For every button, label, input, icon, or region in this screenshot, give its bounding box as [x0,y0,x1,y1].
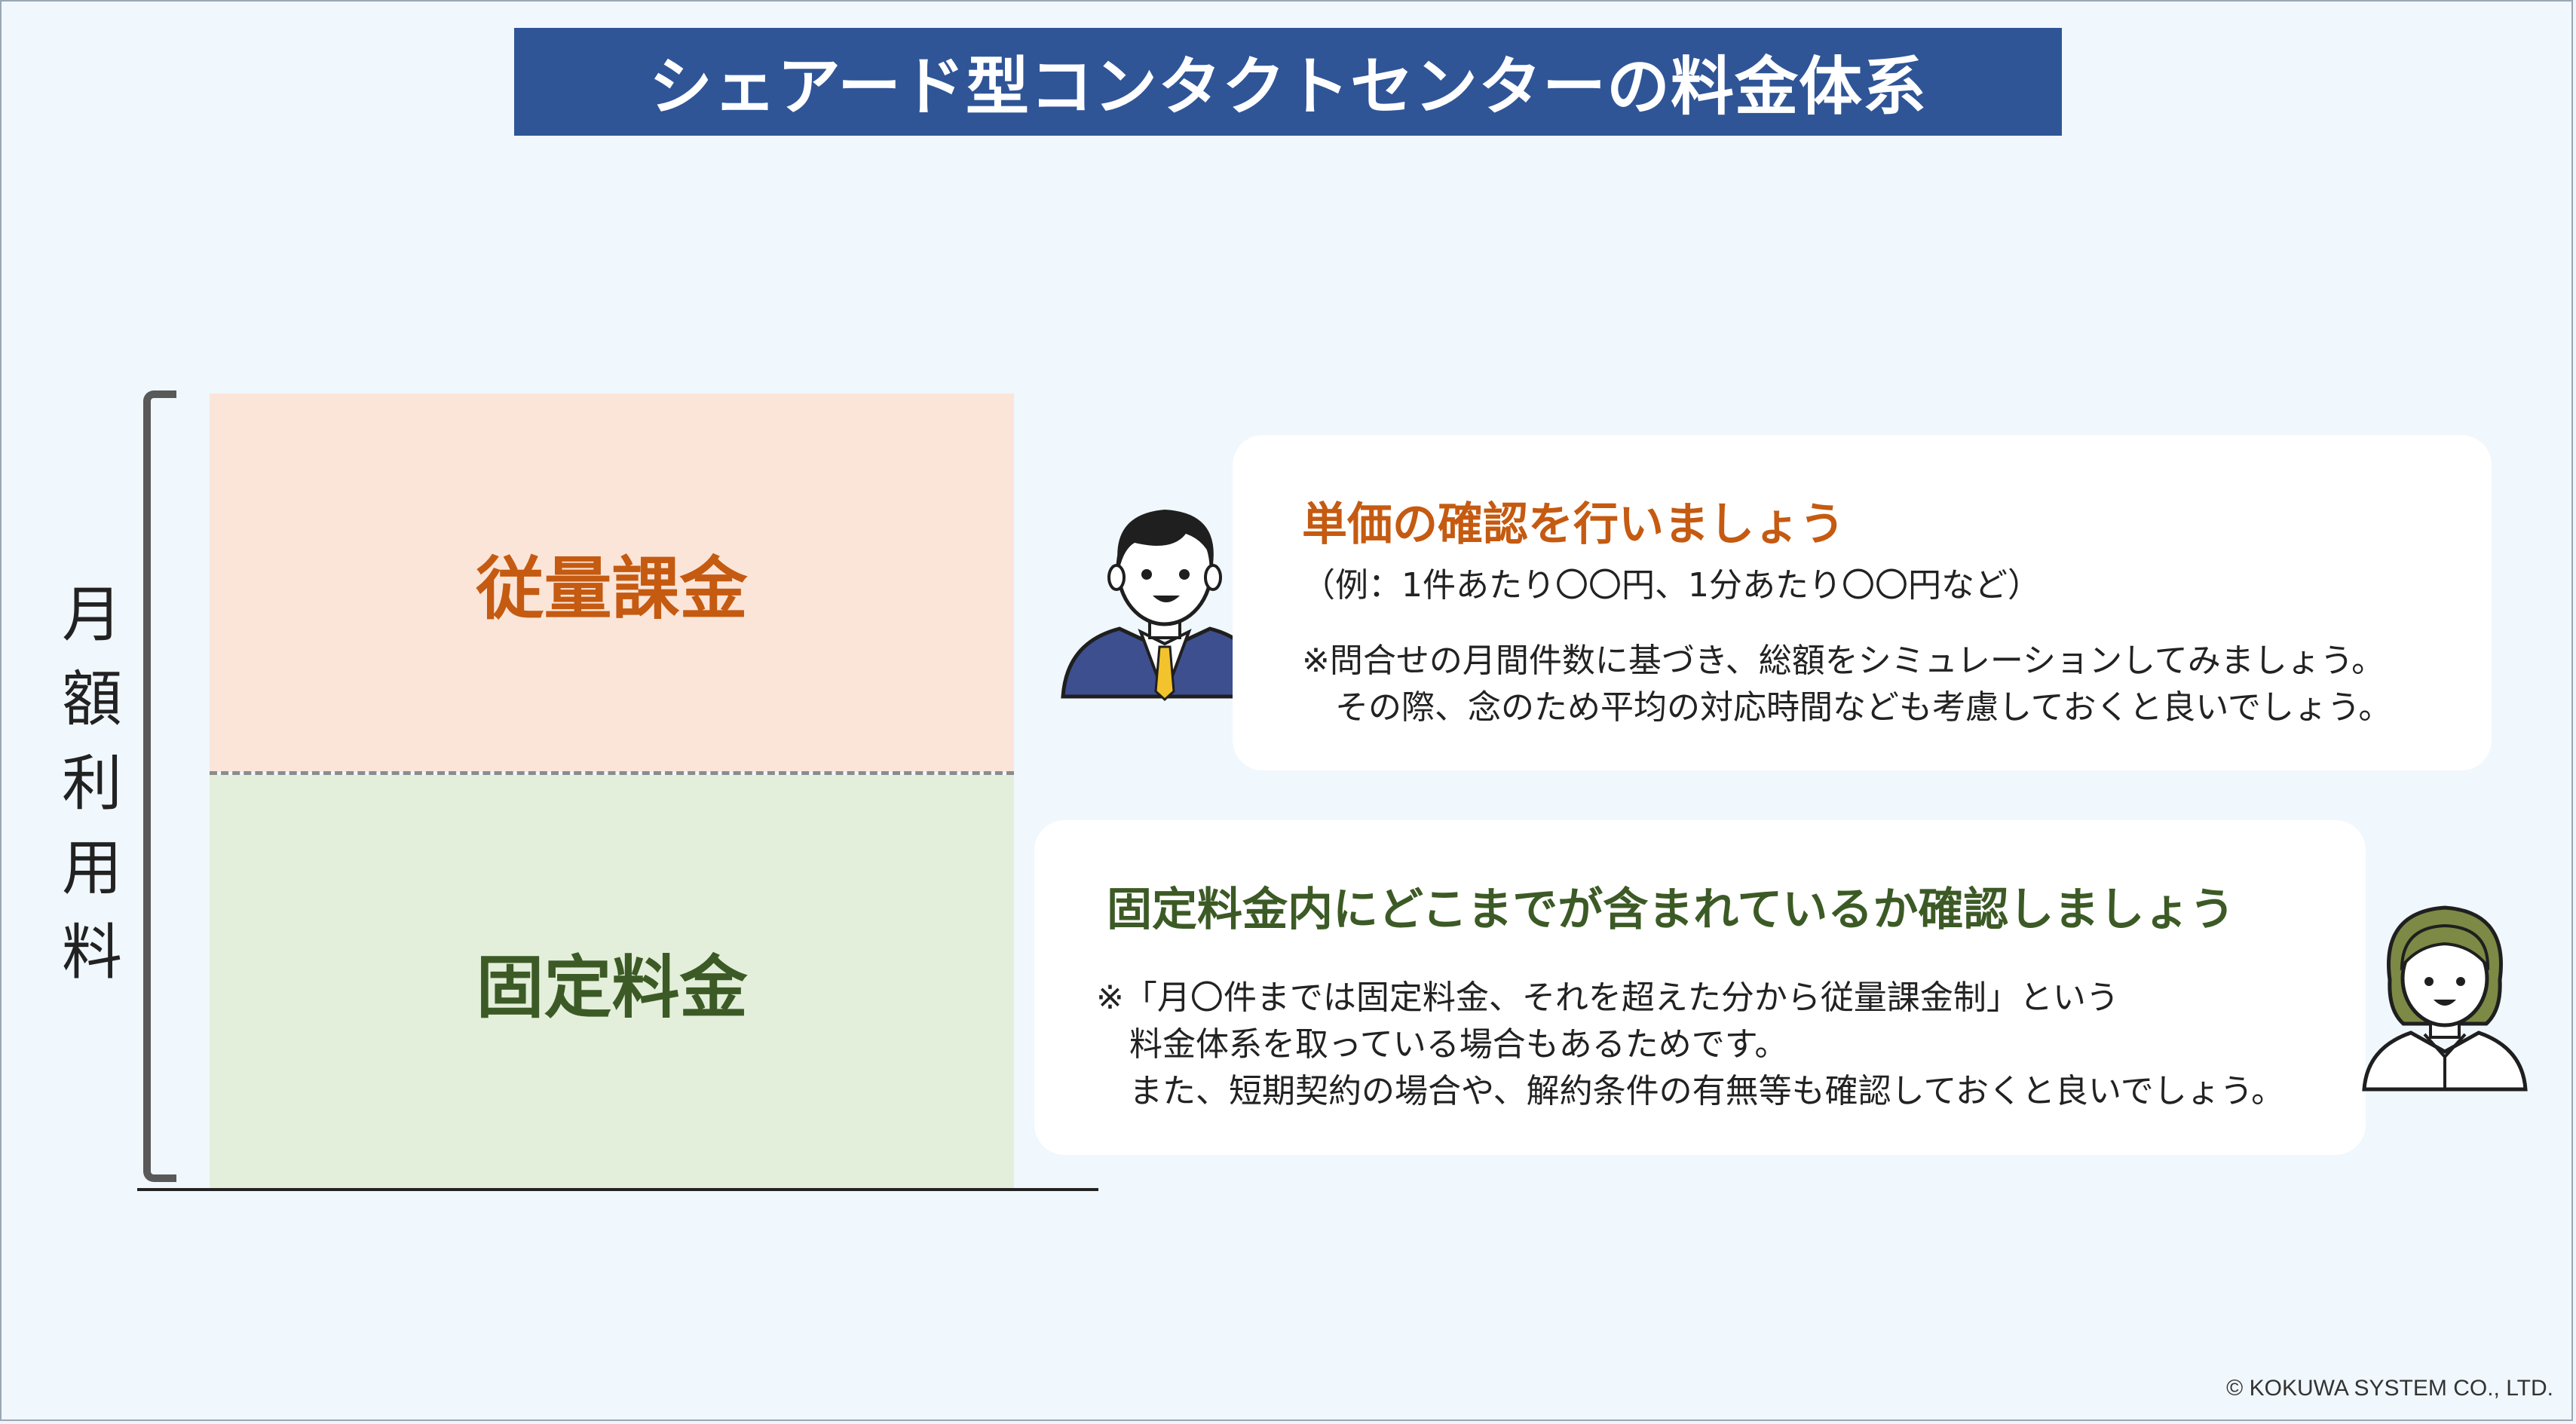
axis-label-char: 用 [62,833,122,903]
note-line: また、短期契約の場合や、解約条件の有無等も確認しておくと良いでしょう。 [1129,1072,2285,1110]
page-title: シェアード型コンタクトセンターの料金体系 [514,28,2062,136]
fixed-scope-heading: 固定料金内にどこまでが含まれているか確認しましょう [1107,883,2235,936]
axis-label-char: 料 [62,917,122,988]
unit-price-example: （例：1件あたり〇〇円、1分あたり〇〇円など） [1302,566,2041,605]
note-line: その際、念のため平均の対応時間なども考慮しておくと良いでしょう。 [1335,688,2392,727]
unit-price-note: ※問合せの月間件数に基づき、総額をシミュレーションしてみましょう。 その際、念の… [1302,638,2492,731]
businessman-avatar-icon [1061,510,1269,702]
variable-fee-block: 従量課金 [210,394,1014,772]
axis-label: 月 額 利 用 料 [54,573,130,995]
note-line: 料金体系を取っている場合もあるためです。 [1129,1025,1788,1064]
copyright-text: © KOKUWA SYSTEM CO., LTD. [2226,1376,2553,1401]
axis-bracket [143,390,176,1182]
chart-baseline [137,1188,1098,1191]
unit-price-heading: 単価の確認を行いましょう [1302,498,1845,551]
woman-avatar-icon [2362,905,2528,1092]
note-line: ※問合せの月間件数に基づき、総額をシミュレーションしてみましょう。 [1302,642,2385,680]
fixed-scope-card: 固定料金内にどこまでが含まれているか確認しましょう ※「月〇件までは固定料金、そ… [1034,820,2366,1155]
unit-price-card: 単価の確認を行いましょう （例：1件あたり〇〇円、1分あたり〇〇円など） ※問合… [1233,435,2492,770]
fixed-scope-note: ※「月〇件までは固定料金、それを超えた分から従量課金制」という 料金体系を取って… [1096,975,2366,1115]
note-line: ※「月〇件までは固定料金、それを超えた分から従量課金制」という [1096,978,2119,1017]
axis-label-char: 利 [62,749,122,819]
fixed-fee-block: 固定料金 [210,775,1014,1188]
block-divider [210,771,1014,775]
axis-label-char: 額 [62,664,122,734]
axis-label-char: 月 [62,580,122,650]
